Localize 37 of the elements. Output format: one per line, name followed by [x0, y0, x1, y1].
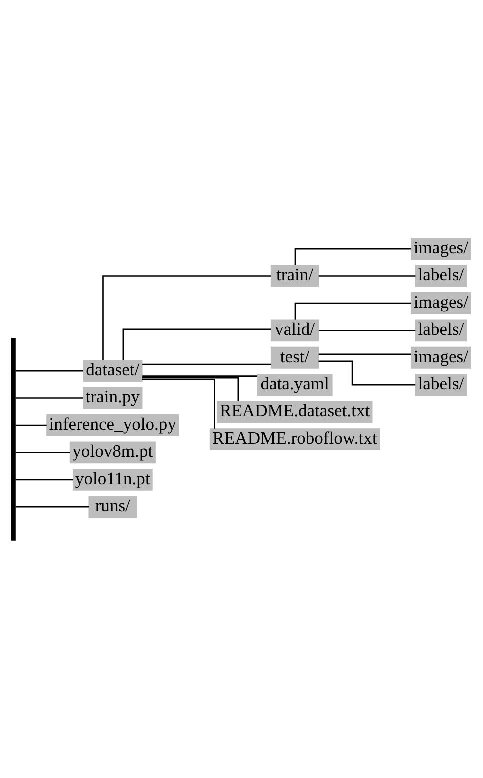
- node-box: dataset/: [83, 360, 143, 382]
- node-box: train/: [270, 264, 320, 287]
- node-box: README.roboflow.txt: [210, 428, 380, 450]
- connector: [16, 397, 84, 398]
- connector: [318, 353, 412, 355]
- node-box: labels/: [415, 374, 468, 396]
- node-box: yolov8m.pt: [70, 441, 156, 464]
- node-bar: [12, 338, 16, 540]
- node-box: valid/: [270, 319, 320, 342]
- connector: [294, 302, 411, 320]
- node-box: images/: [410, 292, 472, 314]
- node-box: images/: [410, 346, 472, 368]
- node-box: labels/: [415, 319, 468, 342]
- connector: [142, 375, 258, 376]
- node-box: data.yaml: [257, 374, 333, 396]
- connector: [318, 330, 416, 331]
- connector: [142, 363, 272, 365]
- connector: [318, 360, 416, 386]
- connector: [16, 424, 47, 426]
- connector: [142, 376, 240, 401]
- node-box: README.dataset.txt: [217, 400, 373, 423]
- node-box: test/: [270, 346, 320, 368]
- connector: [294, 248, 411, 265]
- connector: [16, 506, 89, 508]
- connector: [122, 328, 272, 360]
- node-box: yolo11n.pt: [72, 468, 153, 490]
- node-box: runs/: [88, 496, 138, 518]
- connector: [16, 370, 84, 372]
- node-box: labels/: [415, 264, 468, 287]
- node-box: train.py: [83, 386, 143, 409]
- connector: [102, 275, 272, 360]
- connector: [142, 378, 216, 428]
- connector: [16, 452, 70, 453]
- node-box: images/: [410, 238, 472, 260]
- connector: [16, 478, 74, 480]
- connector: [318, 275, 416, 276]
- node-box: inference_yolo.py: [46, 414, 180, 436]
